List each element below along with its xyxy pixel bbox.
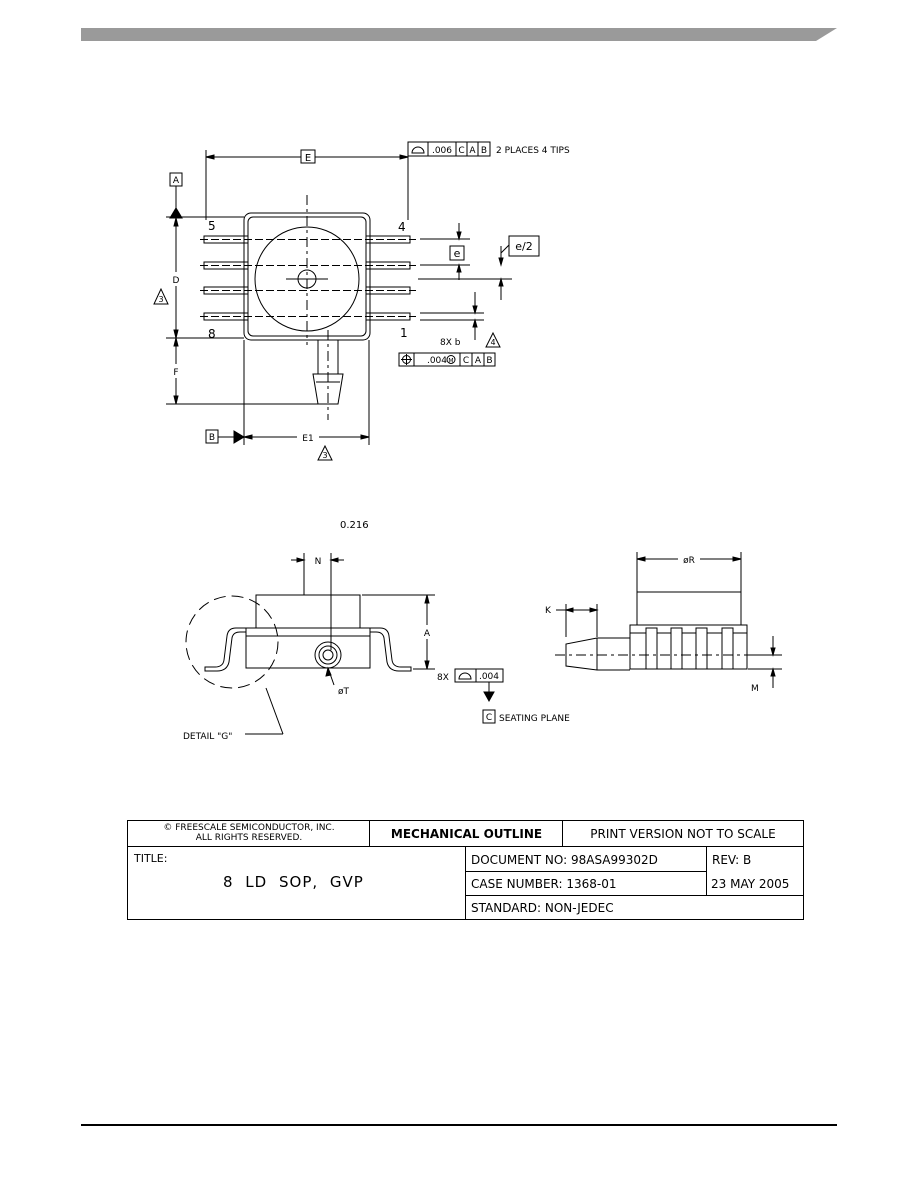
fcf-top-ref-1: C (458, 146, 464, 156)
dim-E1-label: E1 (302, 434, 313, 444)
pin-5-label: 5 (208, 219, 216, 233)
mechanical-drawing: E .006 C A B 2 PLACES 4 TIPS A 5 4 8 1 D… (153, 141, 785, 742)
top-view (153, 141, 540, 461)
pin-8-label: 8 (208, 327, 216, 341)
fcf-bottom-ref-3: B (486, 356, 492, 366)
dim-e-label: e (454, 247, 461, 260)
note-3-a: 3 (158, 295, 163, 304)
case-number-cell: CASE NUMBER: 1368-01 (466, 872, 707, 896)
title-label: TITLE: (134, 852, 168, 865)
note-4: 4 (490, 338, 495, 347)
rev-cell: REV: B (707, 847, 803, 872)
pin-4-label: 4 (398, 220, 406, 234)
dim-E-label: E (305, 153, 311, 164)
fcf-top-ref-2: A (469, 146, 476, 156)
seating-plane-label: SEATING PLANE (499, 714, 570, 724)
date-label: 23 MAY 2005 (711, 877, 790, 891)
fcf-bottom-tolerance: .004 (427, 356, 447, 366)
standard-cell: STANDARD: NON-JEDEC (466, 896, 803, 919)
lead-width-label: 8X b (440, 338, 461, 348)
datum-C-label: C (486, 713, 492, 723)
dim-N-label: N (315, 557, 322, 567)
dim-K-label: K (545, 606, 552, 616)
places-note: 2 PLACES 4 TIPS (496, 146, 570, 156)
print-note-label: PRINT VERSION NOT TO SCALE (590, 827, 776, 841)
title-value: 8 LD SOP, GVP (223, 873, 364, 891)
copyright-cell: © FREESCALE SEMICONDUCTOR, INC. ALL RIGH… (128, 821, 370, 847)
leads-right (365, 235, 411, 321)
fcf-bottom-ref-1: C (463, 356, 469, 366)
flatness-tolerance: .004 (479, 672, 499, 682)
side-view (185, 553, 504, 735)
dim-F-label: F (173, 368, 178, 378)
footer-rule (81, 1124, 837, 1126)
datum-A-label: A (173, 176, 180, 186)
datum-B-label: B (209, 433, 215, 443)
title-block: © FREESCALE SEMICONDUCTOR, INC. ALL RIGH… (127, 820, 804, 920)
fcf-bottom-modifier: M (448, 358, 453, 365)
document-no-cell: DOCUMENT NO: 98ASA99302D (466, 847, 707, 872)
flatness-prefix: 8X (437, 673, 449, 683)
copyright-line-2: ALL RIGHTS RESERVED. (195, 833, 303, 843)
document-no-label: DOCUMENT NO: 98ASA99302D (471, 853, 658, 867)
detail-G-label: DETAIL "G" (183, 732, 232, 742)
dim-A-label: A (424, 629, 431, 639)
header-bar (81, 28, 837, 41)
standard-label: STANDARD: NON-JEDEC (471, 901, 614, 915)
heading-cell: MECHANICAL OUTLINE (370, 821, 563, 847)
end-view (555, 552, 785, 688)
dim-M-label: M (751, 684, 759, 694)
leads-left (203, 235, 249, 321)
dim-T-label: øT (338, 687, 350, 697)
fcf-bottom-ref-2: A (475, 356, 482, 366)
fcf-top-ref-3: B (481, 146, 487, 156)
note-3-b: 3 (322, 451, 327, 460)
dim-D-label: D (173, 276, 180, 286)
heading-label: MECHANICAL OUTLINE (390, 827, 543, 841)
value-0216: 0.216 (340, 520, 369, 531)
pin-1-label: 1 (400, 326, 408, 340)
date-cell: 23 MAY 2005 (707, 872, 803, 896)
rev-label: REV: B (712, 853, 752, 867)
dim-R-label: øR (683, 556, 695, 566)
case-number-label: CASE NUMBER: 1368-01 (471, 877, 617, 891)
title-cell: TITLE: 8 LD SOP, GVP (128, 847, 466, 919)
fcf-top-tolerance: .006 (432, 146, 452, 156)
copyright-line-1: © FREESCALE SEMICONDUCTOR, INC. (163, 823, 335, 833)
print-note-cell: PRINT VERSION NOT TO SCALE (563, 821, 803, 847)
dim-e2-label: e/2 (515, 240, 532, 253)
